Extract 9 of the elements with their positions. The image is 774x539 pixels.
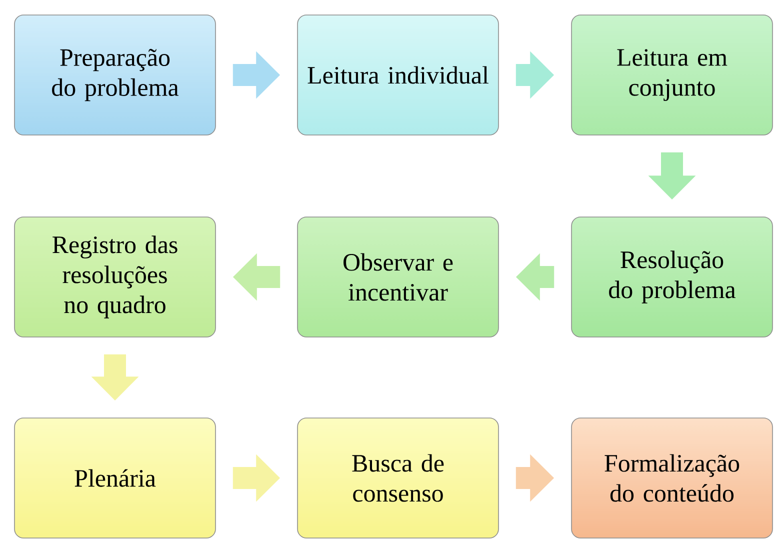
process-box: Resolução do problema	[571, 216, 773, 338]
process-box: Plenária	[14, 418, 216, 538]
process-box: Busca de consenso	[297, 418, 499, 538]
process-box: Registro das resoluções no quadro	[14, 216, 216, 338]
process-box: Leitura em conjunto	[571, 14, 773, 136]
process-box: Formalização do conteúdo	[571, 418, 773, 538]
process-box: Leitura individual	[297, 14, 499, 136]
process-box: Preparação do problema	[14, 14, 216, 136]
process-box: Observar e incentivar	[297, 216, 499, 338]
